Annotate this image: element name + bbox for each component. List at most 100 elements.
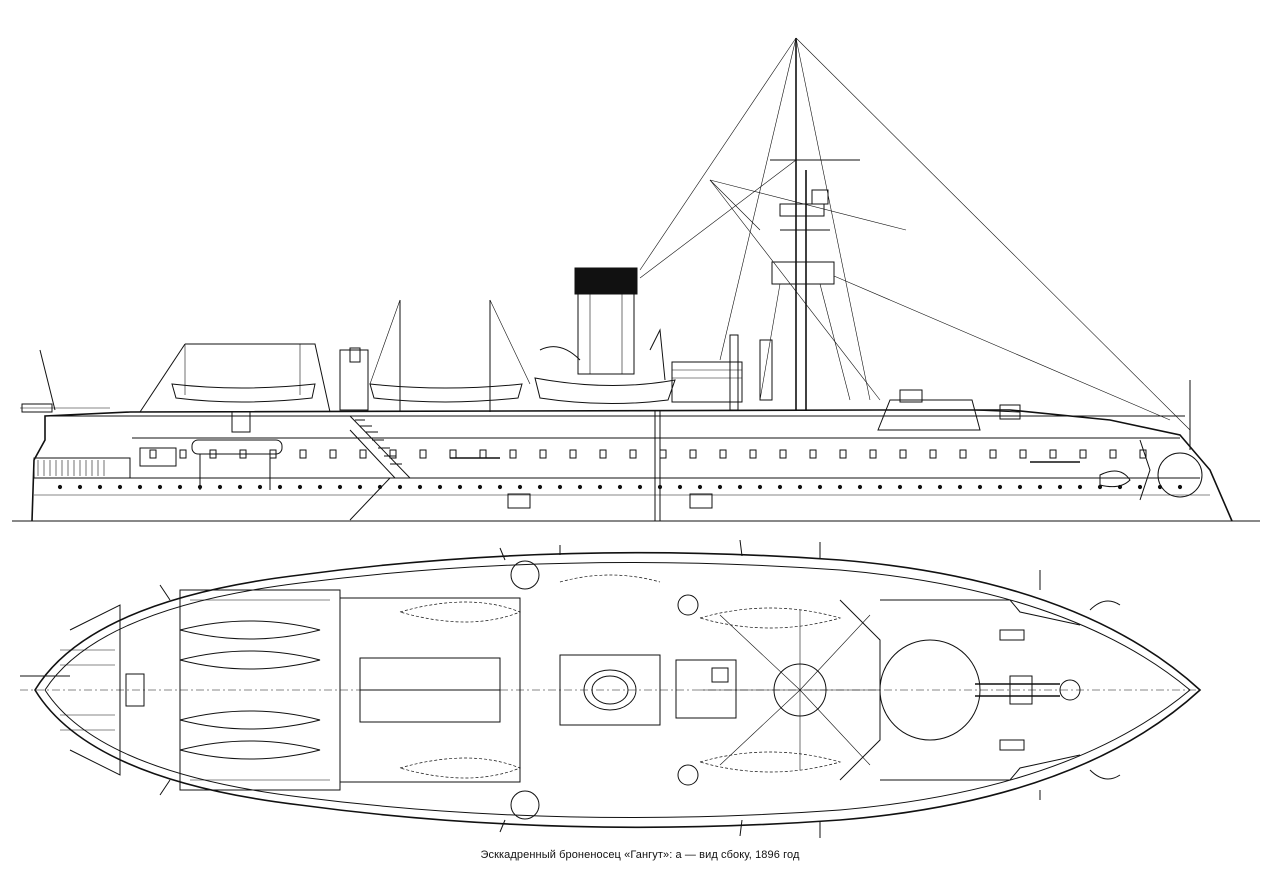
side-view	[12, 37, 1260, 522]
side-scuttle	[719, 449, 727, 459]
side-scuttle	[629, 449, 637, 459]
porthole	[1097, 484, 1103, 490]
stern-deck	[20, 604, 145, 776]
side-scuttle	[689, 449, 697, 459]
side-scuttle	[809, 449, 817, 459]
side-scuttle	[899, 449, 907, 459]
side-scuttle	[179, 449, 187, 459]
porthole	[137, 484, 143, 490]
porthole	[637, 484, 643, 490]
fore-turret	[877, 399, 981, 431]
porthole	[837, 484, 843, 490]
porthole	[57, 484, 63, 490]
porthole	[237, 484, 243, 490]
porthole	[217, 484, 223, 490]
porthole	[697, 484, 703, 490]
side-scuttle	[1049, 449, 1057, 459]
porthole	[397, 484, 403, 490]
porthole	[357, 484, 363, 490]
porthole	[917, 484, 923, 490]
side-scuttle	[929, 449, 937, 459]
side-scuttle	[1019, 449, 1027, 459]
side-scuttle	[989, 449, 997, 459]
porthole	[997, 484, 1003, 490]
boat-3	[534, 377, 676, 405]
side-scuttle	[569, 449, 577, 459]
side-scuttle	[659, 449, 667, 459]
side-scuttle	[149, 449, 157, 459]
hull-side-outline	[31, 409, 1233, 522]
side-scuttle	[1079, 449, 1087, 459]
porthole	[937, 484, 943, 490]
porthole	[257, 484, 263, 490]
porthole	[317, 484, 323, 490]
porthole	[517, 484, 523, 490]
funnel	[574, 267, 638, 375]
porthole	[797, 484, 803, 490]
side-scuttle	[509, 449, 517, 459]
side-scuttle	[1109, 449, 1117, 459]
fore-turret-plan	[879, 639, 981, 741]
side-scuttle	[959, 449, 967, 459]
foremast-plan	[700, 610, 880, 770]
porthole	[677, 484, 683, 490]
porthole	[477, 484, 483, 490]
side-scuttle	[299, 449, 307, 459]
porthole	[497, 484, 503, 490]
porthole	[277, 484, 283, 490]
porthole	[597, 484, 603, 490]
porthole	[457, 484, 463, 490]
side-scuttle	[599, 449, 607, 459]
porthole	[897, 484, 903, 490]
stern-armour-stripes	[33, 457, 131, 479]
portholes	[57, 449, 1183, 490]
bow-anchor	[1157, 452, 1203, 498]
porthole	[877, 484, 883, 490]
porthole	[557, 484, 563, 490]
porthole	[1177, 484, 1183, 490]
funnel-plan	[559, 654, 661, 726]
porthole	[177, 484, 183, 490]
porthole	[117, 484, 123, 490]
porthole	[157, 484, 163, 490]
side-scuttle	[419, 449, 427, 459]
porthole	[1057, 484, 1063, 490]
rigging	[639, 37, 1191, 431]
foremast	[770, 38, 860, 410]
spars	[159, 539, 1041, 838]
porthole	[417, 484, 423, 490]
boat-1	[171, 383, 316, 403]
side-scuttle	[749, 449, 757, 459]
side-scuttle	[779, 449, 787, 459]
porthole	[757, 484, 763, 490]
porthole	[817, 484, 823, 490]
plan-view	[20, 539, 1202, 838]
side-scuttle	[359, 449, 367, 459]
side-scuttle	[329, 449, 337, 459]
porthole	[1077, 484, 1083, 490]
plan-boats-left	[179, 620, 321, 760]
porthole	[97, 484, 103, 490]
porthole	[437, 484, 443, 490]
side-scuttle	[479, 449, 487, 459]
porthole	[717, 484, 723, 490]
porthole	[617, 484, 623, 490]
side-scuttle	[869, 449, 877, 459]
porthole	[1037, 484, 1043, 490]
porthole	[297, 484, 303, 490]
porthole	[777, 484, 783, 490]
porthole	[857, 484, 863, 490]
side-scuttle	[839, 449, 847, 459]
porthole	[1017, 484, 1023, 490]
porthole	[737, 484, 743, 490]
side-scuttle	[539, 449, 547, 459]
porthole	[537, 484, 543, 490]
side-scuttle	[389, 449, 397, 459]
porthole	[577, 484, 583, 490]
porthole	[957, 484, 963, 490]
side-scuttle	[449, 449, 457, 459]
porthole	[1137, 484, 1143, 490]
porthole	[77, 484, 83, 490]
boat-2	[369, 383, 523, 403]
